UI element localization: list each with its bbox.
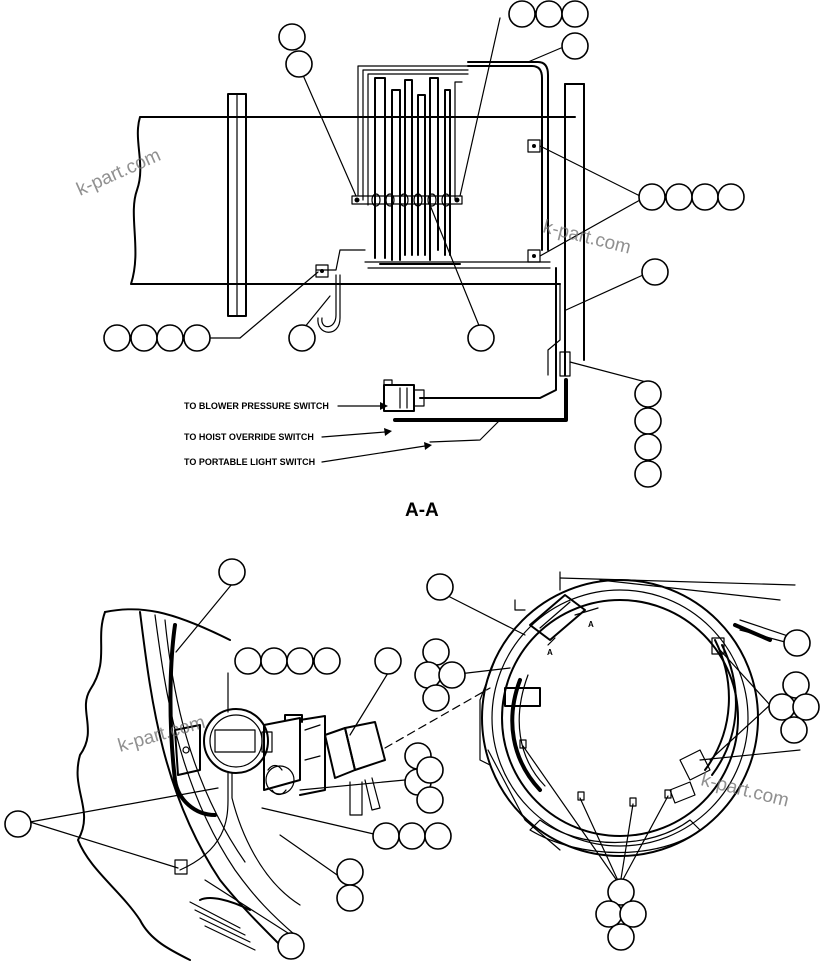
beam-flange [227, 93, 247, 317]
watermarks: k-part.com k-part.com k-part.com k-part.… [73, 145, 790, 812]
callout-bubble [278, 23, 306, 51]
callout-bubble [288, 324, 316, 352]
callout-bubble [638, 183, 666, 211]
callout-bubble [619, 900, 647, 928]
callout-bubble [374, 647, 402, 675]
watermark: k-part.com [73, 145, 164, 201]
callout-bubble [156, 324, 184, 352]
callout-bubble [398, 822, 426, 850]
callout-bubbles-ring [414, 573, 820, 951]
outer-ring [481, 579, 759, 857]
callout-bubble [313, 647, 341, 675]
watermark: k-part.com [541, 216, 633, 258]
callout-bubble [285, 50, 313, 78]
callout-bubble [607, 878, 635, 906]
callout-bubble [4, 810, 32, 838]
detail-view-left [4, 558, 491, 961]
callout-bubble [416, 786, 444, 814]
harness-clamp-bar [351, 193, 463, 207]
callout-bubble [424, 822, 452, 850]
callout-portable-light-switch: TO PORTABLE LIGHT SWITCH [184, 457, 315, 467]
callout-bubble [336, 858, 364, 886]
callout-bubble [438, 661, 466, 689]
callout-bubble [634, 460, 662, 488]
callout-bubble [286, 647, 314, 675]
ring-view-right: A A [414, 571, 820, 951]
callout-bubble [607, 923, 635, 951]
callout-bubble [768, 693, 796, 721]
callout-bubble [508, 0, 536, 28]
callout-bubble [260, 647, 288, 675]
callout-bubble [234, 647, 262, 675]
callout-bubble [467, 324, 495, 352]
callout-bubble [372, 822, 400, 850]
callout-bubble [561, 32, 589, 60]
callout-bubble [691, 183, 719, 211]
callout-bubble [218, 558, 246, 586]
leaders-ring [447, 595, 786, 886]
right-post [547, 83, 585, 376]
wire-harness-bundle [357, 61, 551, 269]
callout-bubble [783, 629, 811, 657]
callout-bubbles-top [103, 0, 745, 488]
callout-bubble [130, 324, 158, 352]
shell-broken-edge [76, 611, 191, 961]
callout-bubble [792, 693, 820, 721]
callout-bubble [780, 716, 808, 744]
callout-bubble [535, 0, 563, 28]
callout-bubble [595, 900, 623, 928]
callout-bubble [634, 407, 662, 435]
callout-bubble [634, 380, 662, 408]
callout-bubble [183, 324, 211, 352]
callout-hoist-override-switch: TO HOIST OVERRIDE SWITCH [184, 432, 314, 442]
callout-blower-pressure-switch: TO BLOWER PRESSURE SWITCH [184, 401, 329, 411]
callout-bubble [103, 324, 131, 352]
callout-bubble [422, 638, 450, 666]
section-a-a-view: TO BLOWER PRESSURE SWITCH TO HOIST OVERR… [103, 0, 745, 521]
callout-bubble [422, 684, 450, 712]
callout-bubble [634, 433, 662, 461]
left-harness-hook [315, 249, 366, 333]
callout-bubbles-detail-left [4, 558, 452, 960]
callout-bubble [641, 258, 669, 286]
beam-outline [130, 116, 576, 285]
leaders-top [208, 17, 647, 383]
watermark: k-part.com [116, 712, 208, 757]
section-title: A-A [405, 500, 439, 521]
callout-bubble [416, 756, 444, 784]
callout-bubble [336, 884, 364, 912]
callout-bubble [277, 932, 305, 960]
section-mark-a-right: A [588, 620, 594, 629]
section-mark-a-left: A [547, 648, 553, 657]
callout-bubble [414, 661, 442, 689]
callout-bubble [665, 183, 693, 211]
callout-bubble [717, 183, 745, 211]
switch-leads [383, 267, 571, 443]
callout-bubble [561, 0, 589, 28]
callout-bubble [426, 573, 454, 601]
motor-assembly [174, 708, 386, 906]
